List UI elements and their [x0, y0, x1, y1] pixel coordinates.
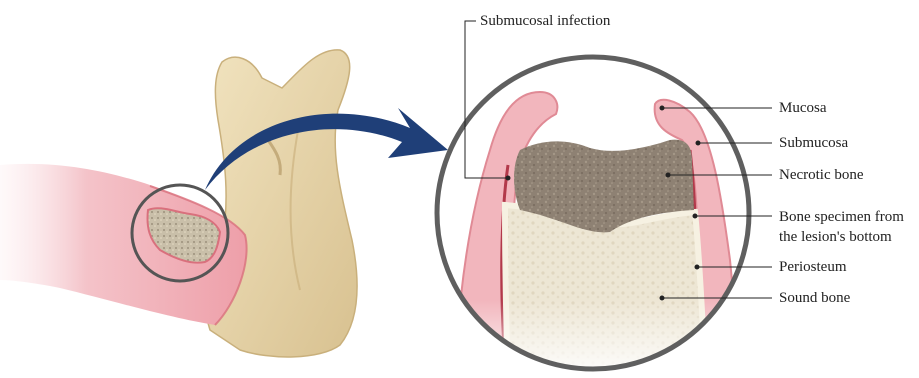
label-periosteum: Periosteum: [779, 258, 847, 276]
jaw-illustration: [0, 50, 448, 357]
label-bone-specimen-line2: the lesion's bottom: [779, 228, 892, 246]
magnified-section: [430, 50, 760, 373]
label-bone-specimen-line1: Bone specimen from: [779, 208, 904, 226]
label-necrotic-bone: Necrotic bone: [779, 166, 864, 184]
label-submucosal-infection: Submucosal infection: [480, 12, 610, 30]
label-mucosa: Mucosa: [779, 99, 827, 117]
mandible-bone: [206, 50, 357, 357]
label-sound-bone: Sound bone: [779, 289, 850, 307]
label-submucosa: Submucosa: [779, 134, 848, 152]
